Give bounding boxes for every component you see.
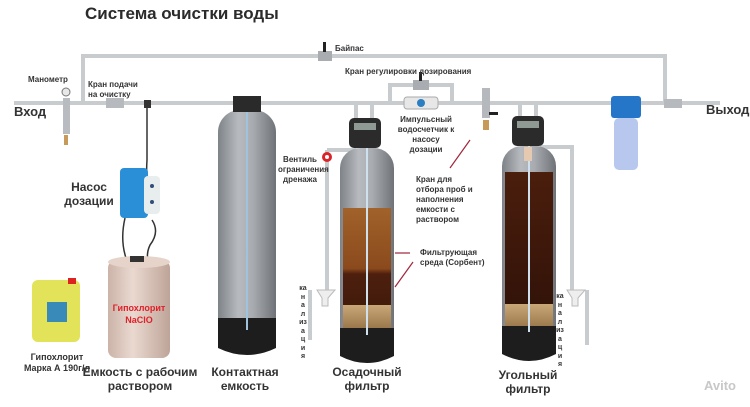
outlet-valve-fitting <box>664 99 682 108</box>
tank-label-line1: Гипохлорит <box>112 303 166 313</box>
solution-tank-body <box>108 256 170 358</box>
watermark: Avito <box>703 378 736 393</box>
component-label-hypochlorite: Гипохлорит Марка А 190г/л <box>23 352 91 373</box>
bypass-valve <box>318 42 332 61</box>
cartridge-filter <box>611 96 641 170</box>
inlet-label: Вход <box>14 104 47 119</box>
pulse-water-meter <box>403 96 439 110</box>
tank-label: Гипохлорит NaClO <box>110 302 168 326</box>
carbon-filter-body <box>502 116 556 361</box>
manometer <box>61 87 71 145</box>
bypass-label: Байпас <box>335 44 364 53</box>
outlet-label: Выход <box>706 102 750 117</box>
drain-limit-valve <box>322 152 332 162</box>
sewer-label-1: канализация <box>299 285 307 360</box>
pipes <box>14 54 720 345</box>
component-label-solution-tank: Емкость с рабочим раствором <box>82 365 198 393</box>
dosing-pump-label: Насос дозации <box>64 180 114 208</box>
sediment-filter-body <box>340 118 394 363</box>
bypass-pipe <box>81 54 667 103</box>
pulse-meter-label: Импульсный водосчетчик к насосу дозации <box>397 115 455 154</box>
supply-valve-fitting <box>106 98 124 108</box>
dosing-pump <box>120 168 160 218</box>
leader-lines <box>394 139 471 288</box>
sewer-label-2: канализация <box>556 293 564 368</box>
dosing-valve-label: Кран регулировки дозирования <box>345 67 472 76</box>
drain-funnel-1 <box>316 289 337 307</box>
dosing-regulation-valve <box>413 72 429 90</box>
tank-label-line2: NaClO <box>125 315 153 325</box>
contact-tank-body <box>218 96 276 355</box>
diagram-title: Система очистки воды <box>85 4 279 23</box>
injector <box>144 100 151 108</box>
supply-valve-label: Кран подачи на очистку <box>88 80 138 99</box>
manometer-label: Манометр <box>28 75 68 84</box>
filter-media-label: Фильтрующая среда (Сорбент) <box>420 248 485 267</box>
component-label-sediment-filter: Осадочный фильтр <box>332 365 402 393</box>
component-label-contact-tank: Контактная емкость <box>211 365 279 393</box>
drain-valve-label: Вентиль ограничения дренажа <box>278 155 329 184</box>
sample-tap <box>482 88 498 130</box>
component-label-carbon-filter: Угольный фильтр <box>498 368 558 396</box>
sample-tap-label: Кран для отбора проб и наполнения емкост… <box>416 175 473 224</box>
hypochlorite-canister <box>32 278 80 342</box>
drain-funnel-2 <box>566 289 587 307</box>
